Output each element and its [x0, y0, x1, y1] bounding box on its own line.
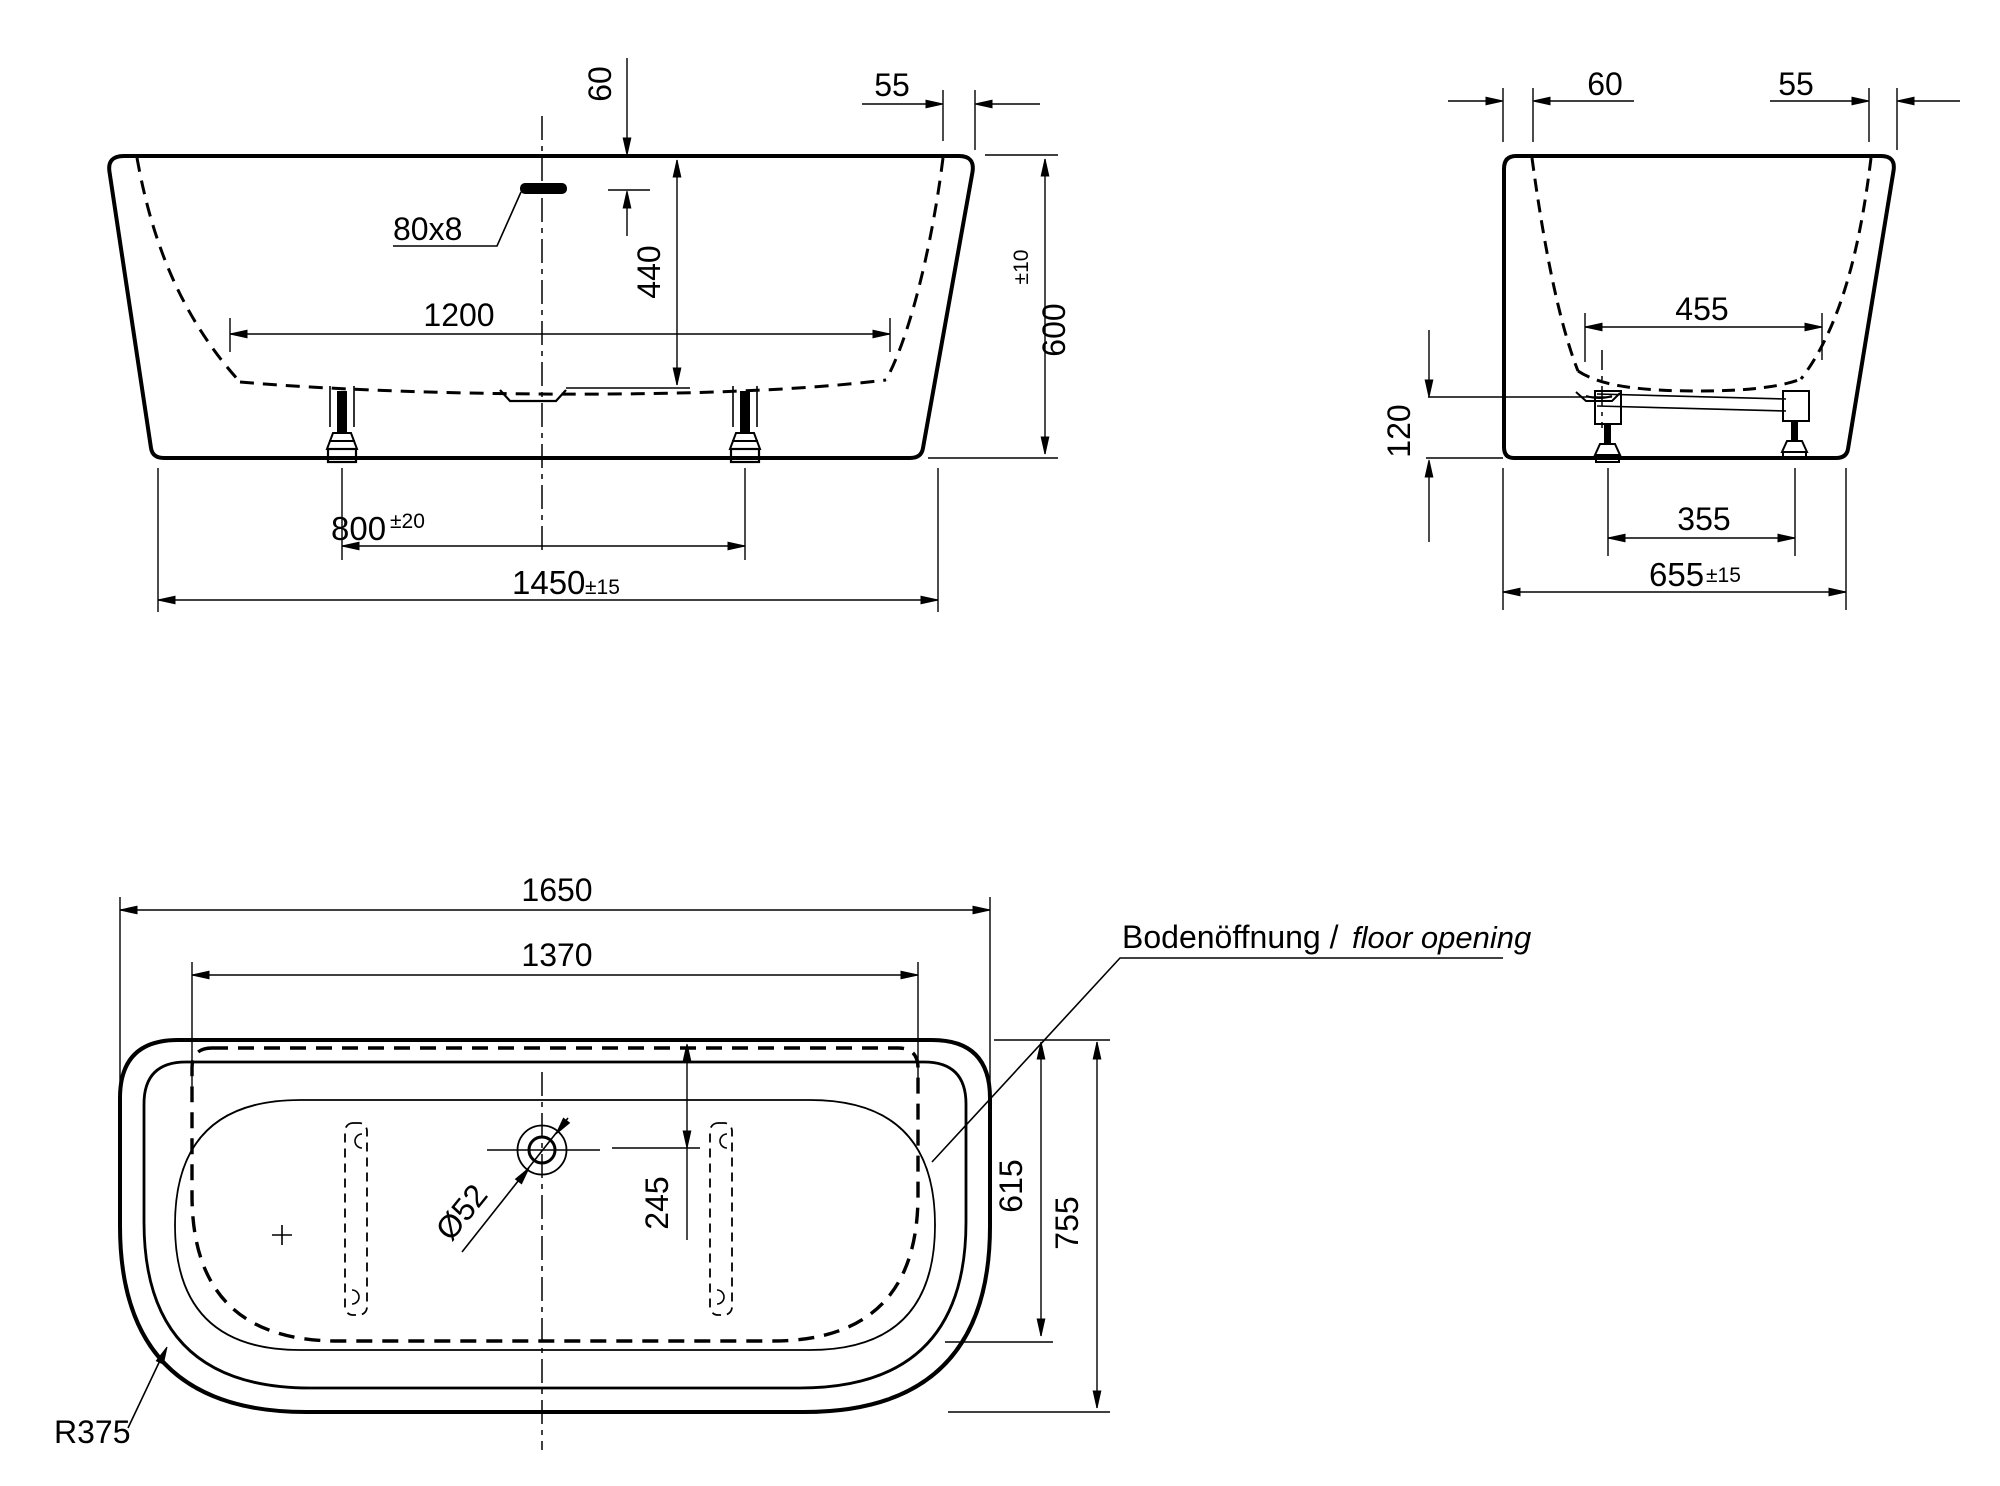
end-dim-inner-bottom	[1584, 313, 1823, 362]
end-dim-wall-right	[1770, 88, 1960, 150]
front-dim-base-length-value: 1450	[512, 564, 585, 601]
front-dim-height	[928, 154, 1058, 459]
plan-floor-opening-label-en: floor opening	[1352, 920, 1531, 955]
front-dim-wall-top-value: 55	[874, 67, 910, 103]
front-height-tol: ±10	[1010, 250, 1033, 285]
end-dim-feet-spacing-value: 355	[1677, 501, 1730, 537]
plan-dim-overall-length-value: 1650	[521, 872, 592, 908]
plan-dim-overall-length	[119, 897, 991, 1232]
plan-rim-inner-edge	[142, 1060, 968, 1390]
end-dim-wall-right-value: 55	[1778, 66, 1814, 102]
front-dim-feet-spacing	[341, 468, 746, 560]
end-inner-wall-right	[1799, 157, 1873, 380]
plan-rail-slot-left	[344, 1122, 368, 1316]
front-drain-recess	[499, 389, 567, 403]
front-dim-rim-to-overflow-value: 60	[582, 66, 618, 102]
plan-floor-opening	[190, 1046, 920, 1343]
front-inner-wall-right	[884, 157, 945, 381]
end-inner-wall-left	[1530, 157, 1580, 372]
plan-dim-floor-opening-length	[191, 962, 919, 1086]
plan-view	[118, 897, 1503, 1450]
end-dim-feet-spacing	[1607, 468, 1796, 556]
end-support-ref-line	[1426, 396, 1612, 459]
front-dim-depth	[672, 159, 682, 386]
front-inner-wall-left	[135, 157, 242, 384]
end-outer-shell	[1502, 154, 1896, 460]
end-dim-wall-left	[1448, 88, 1634, 142]
plan-drain-dia-value: Ø52	[428, 1177, 494, 1247]
end-base-width-tol: ±15	[1706, 564, 1741, 587]
plan-dim-floor-opening-width-value: 615	[993, 1159, 1029, 1212]
end-dim-support-height-value: 120	[1381, 404, 1417, 457]
plan-floor-opening-label-de: Bodenöffnung /	[1122, 919, 1339, 955]
end-dim-support-height	[1424, 330, 1434, 542]
plan-floor-opening-leader	[931, 957, 1503, 1163]
end-dim-inner-bottom-value: 455	[1675, 291, 1728, 327]
plan-dim-drain-offset-value: 245	[639, 1176, 675, 1229]
plan-dim-overall-width-value: 755	[1049, 1196, 1085, 1249]
plan-radius-leader	[127, 1344, 171, 1429]
front-dim-rim-to-overflow	[608, 58, 650, 236]
front-overflow-slot	[520, 183, 567, 194]
front-dim-height-value: 600	[1036, 303, 1072, 356]
end-inner-bottom	[1577, 369, 1802, 393]
plan-dim-overall-width	[948, 1041, 1110, 1413]
plan-drain-cross-h	[487, 1147, 700, 1151]
front-foot-right	[728, 386, 762, 464]
plan-outer-edge	[118, 1038, 992, 1414]
front-dim-inner-bottom	[229, 318, 891, 352]
front-dim-feet-spacing-value: 800	[331, 510, 386, 547]
front-overflow-label: 80x8	[393, 211, 462, 247]
plan-drain-dia-leader	[461, 1117, 570, 1253]
end-view	[1424, 88, 1960, 610]
plan-rail-slot-right	[709, 1122, 733, 1316]
front-feet-spacing-tol: ±20	[390, 510, 425, 533]
front-foot-left	[325, 386, 359, 464]
end-support-block-right	[1782, 390, 1810, 422]
front-view	[107, 58, 1058, 612]
plan-dim-floor-opening-length-value: 1370	[521, 937, 592, 973]
end-dim-base-width	[1502, 468, 1847, 610]
plan-bathing-well	[174, 1099, 936, 1351]
front-base-length-tol: ±15	[585, 576, 620, 599]
plan-dim-floor-opening-width	[945, 1039, 1110, 1343]
front-dim-inner-bottom-value: 1200	[423, 297, 494, 333]
plan-center-cross	[272, 1225, 292, 1245]
front-dim-depth-value: 440	[631, 245, 667, 298]
end-dim-wall-left-value: 60	[1587, 66, 1623, 102]
front-overflow-leader	[393, 191, 522, 247]
plan-radius-value: R375	[54, 1414, 131, 1450]
end-foot-left	[1593, 424, 1622, 463]
plan-dim-drain-offset	[682, 1043, 692, 1240]
end-dim-base-width-value: 655	[1649, 556, 1704, 593]
front-inner-bottom	[239, 378, 887, 396]
end-foot-right	[1780, 421, 1809, 460]
front-dim-base-length	[157, 468, 939, 612]
front-outer-shell	[107, 154, 975, 460]
end-support-rail	[1596, 393, 1787, 412]
front-dim-wall-top	[862, 90, 1040, 150]
